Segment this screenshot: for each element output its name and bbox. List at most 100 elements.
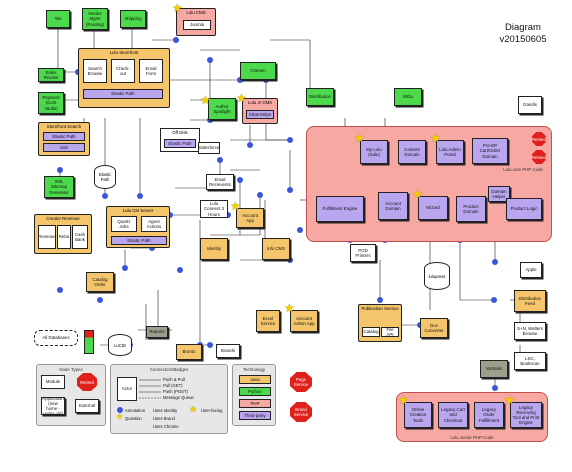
star-icon: ★ xyxy=(504,393,515,407)
node-shipping: Shipping xyxy=(120,10,146,28)
node-lulu-admin-portal: Lulu Admin Portal xyxy=(436,140,464,164)
legend-uses-chrome: Uses Chrome xyxy=(153,424,179,429)
legend-row-queue: Message Queue xyxy=(163,395,194,400)
container-label: Lulu CM Server xyxy=(122,208,154,213)
node-lulu-db: LuCID xyxy=(108,334,132,356)
version-text: v20150605 xyxy=(499,33,547,45)
container-lulu-cm-server: Lulu CM Server Quartz Jobs Agent Actions… xyxy=(106,206,170,248)
legend-label: Page Service xyxy=(293,377,309,387)
node-reba: Reba xyxy=(57,225,71,249)
node-label: IEDu xyxy=(403,94,413,100)
node-label: Content Domain xyxy=(404,146,420,157)
node-label: Doc Converter xyxy=(424,322,444,333)
node-label: Bronto xyxy=(182,349,196,355)
octagon-label: Retired xyxy=(532,136,546,142)
star-icon: ★ xyxy=(230,199,241,213)
legend-brand-service: Brand Service xyxy=(290,402,312,422)
node-search-browse: Search Browse xyxy=(83,59,107,83)
node-label: Revenue xyxy=(38,234,56,240)
legend-row-pull: Pull (GET) xyxy=(163,383,183,388)
node-partners: S+N, Walters Browse xyxy=(514,322,546,340)
node-fulfillment-engine: Fulfillment Engine xyxy=(316,196,364,222)
node-label: Apple xyxy=(525,267,537,273)
node-label: Elastic Path xyxy=(168,140,192,146)
node-label: Clorsen xyxy=(250,68,266,74)
node-label: Solr xyxy=(60,144,68,150)
node-label: Tax xyxy=(54,16,62,22)
star-icon: ★ xyxy=(172,1,183,15)
node-elastic-path: Elastic Path xyxy=(83,89,163,99)
legend-node-types: Node Types Module Retired Application (n… xyxy=(36,364,106,426)
node-lulupress: lulupress xyxy=(424,262,450,290)
legend-java: Java xyxy=(239,375,271,384)
node-distribution-feed: Distribution Feed xyxy=(514,290,546,312)
node-excel-service: Excel Service xyxy=(256,310,280,332)
node-label: Legacy Order Fulfillment xyxy=(478,407,499,423)
node-label: XML Sitemap Generator xyxy=(49,179,69,195)
node-label: POD Printers xyxy=(355,247,371,258)
node-label: Salesforce xyxy=(198,145,220,151)
node-wizard: Wizard xyxy=(418,196,448,220)
node-quartz-jobs: Quartz Jobs xyxy=(111,216,137,232)
legend-label: Python xyxy=(248,388,262,394)
node-gandis: Gandis xyxy=(518,96,542,114)
db-progress-badge xyxy=(84,330,94,354)
node-label: lulupress xyxy=(428,273,446,279)
node-label: Email Form xyxy=(145,65,157,76)
node-label: Excel Service xyxy=(260,315,276,326)
node-label: Reba xyxy=(58,234,70,240)
node-sales-review: Sales Review xyxy=(38,68,64,82)
node-pre-ep: Pre-EP Cart/Order Domain xyxy=(472,138,508,164)
node-label: LuCID xyxy=(114,342,126,348)
node-tax: Tax xyxy=(46,10,70,28)
node-label: Identity xyxy=(206,246,222,252)
node-label: Joomla xyxy=(189,22,205,28)
node-brands: Brands xyxy=(216,344,240,358)
container-label: Creator Revenue xyxy=(46,216,80,221)
star-icon: ★ xyxy=(200,93,211,107)
node-product-logic: Product Logic xyxy=(506,198,542,220)
node-content-domain: Content Domain xyxy=(398,140,426,164)
node-legacy-cart: Legacy Cart and Checkout xyxy=(438,402,468,428)
node-label: All Databases xyxy=(42,335,70,341)
star-icon: ★ xyxy=(354,131,365,145)
node-distribution: Distribution xyxy=(306,88,334,106)
node-lulu-connect: Lulu Connect 3 Hours xyxy=(200,200,228,218)
legend-user-facing: User-facing xyxy=(201,408,223,413)
node-elastic-path-offdisk: Elastic Path xyxy=(164,139,196,148)
node-label: Info CMS xyxy=(266,246,286,252)
node-label: S+N, Walters Browse xyxy=(517,325,543,336)
star-icon: ★ xyxy=(398,393,409,407)
node-all-databases: All Databases xyxy=(34,330,78,346)
legend-label: PHP xyxy=(250,400,260,406)
node-label: Product Domain xyxy=(463,203,479,214)
annotation-icon xyxy=(117,407,123,413)
node-label: Quartz Jobs xyxy=(117,218,131,229)
node-catalog: Catalog xyxy=(362,327,380,337)
node-silverstripe: SilverStripe xyxy=(246,110,274,119)
node-label: Wizard xyxy=(426,205,440,211)
node-xml-sitemap: XML Sitemap Generator xyxy=(44,176,74,198)
node-label: Email Recievents xyxy=(209,176,231,187)
node-lulu-cms-small: Lulu CMS Joomla xyxy=(176,8,216,36)
node-email-form: Email Form xyxy=(139,59,163,83)
legend-uses-identity: Uses Identity xyxy=(153,408,178,413)
container-creator-revenue: Creator Revenue Revenue Reba Cash Bank xyxy=(34,214,92,254)
legend-label: Module xyxy=(45,379,61,385)
legend-external: External xyxy=(75,399,99,413)
node-label: SilverStripe xyxy=(248,111,272,117)
container-label: Storefront Search xyxy=(46,124,82,129)
node-pod-printers: POD Printers xyxy=(350,244,376,262)
node-legacy-order: Legacy Order Fulfillment xyxy=(474,402,504,428)
legend-annotation: Annotation xyxy=(125,408,146,413)
container-label: Lulu CMS xyxy=(186,10,206,15)
node-lsc: LSC, Bookscan xyxy=(514,352,546,370)
node-revenue: Revenue xyxy=(38,225,56,249)
container-label: Lulu Storefront xyxy=(109,50,139,55)
node-label: Agent Actions xyxy=(146,218,162,229)
diagram-title: Diagram v20150605 xyxy=(488,22,558,46)
node-solr: Solr xyxy=(43,143,85,152)
node-label: Account Domain xyxy=(385,200,401,211)
container-lulu-php-code: Lulu.com PHP Code xyxy=(306,126,552,242)
